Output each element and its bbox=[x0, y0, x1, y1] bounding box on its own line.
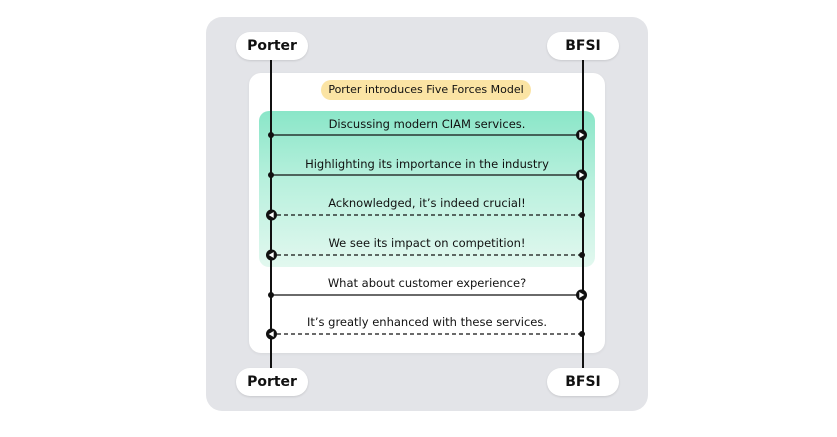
message-arrowhead-glyph bbox=[268, 252, 274, 258]
message-label: We see its impact on competition! bbox=[328, 236, 526, 250]
message-arrowhead-glyph bbox=[579, 172, 585, 178]
message-origin-dot bbox=[579, 212, 585, 218]
message-label: Highlighting its importance in the indus… bbox=[305, 157, 549, 171]
highlight-region bbox=[259, 111, 595, 267]
message-label: Acknowledged, it’s indeed crucial! bbox=[328, 196, 526, 210]
message-origin-dot bbox=[579, 252, 585, 258]
participant-porter-top: Porter bbox=[236, 32, 308, 60]
note-label: Porter introduces Five Forces Model bbox=[321, 80, 531, 100]
message-origin-dot bbox=[268, 172, 274, 178]
message-arrowhead-glyph bbox=[579, 132, 585, 138]
participant-porter-bottom: Porter bbox=[236, 368, 308, 396]
message-label: Discussing modern CIAM services. bbox=[328, 117, 526, 131]
message-arrowhead-glyph bbox=[579, 292, 585, 298]
message-origin-dot bbox=[268, 132, 274, 138]
message-arrowhead-glyph bbox=[268, 212, 274, 218]
message-origin-dot bbox=[579, 331, 585, 337]
message-arrowhead-glyph bbox=[268, 331, 274, 337]
message-origin-dot bbox=[268, 292, 274, 298]
participant-bfsi-bottom: BFSI bbox=[547, 368, 619, 396]
message-label: What about customer experience? bbox=[327, 276, 527, 290]
message-label: It’s greatly enhanced with these service… bbox=[306, 315, 548, 329]
participant-bfsi-top: BFSI bbox=[547, 32, 619, 60]
